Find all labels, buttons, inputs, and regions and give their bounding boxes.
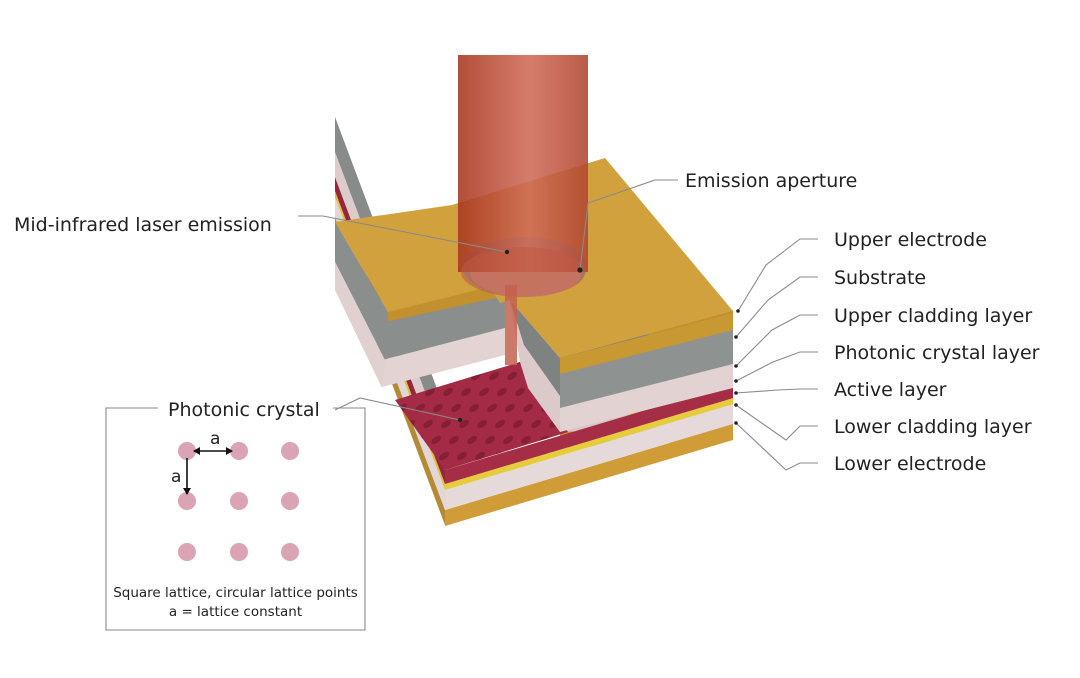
left-block-substrate-side: [335, 222, 388, 360]
laser-beam-column: [458, 55, 588, 272]
front-crystal-band: [445, 384, 733, 484]
lattice-point: [230, 543, 248, 561]
right-block-cladding-front: [560, 364, 733, 432]
lattice-point: [178, 442, 196, 460]
label-upper-electrode: Upper electrode: [834, 229, 987, 251]
right-block-substrate-front: [560, 330, 733, 410]
laser-beam: [458, 55, 588, 365]
lattice-points: [178, 442, 299, 561]
lattice-point: [230, 442, 248, 460]
label-upper-cladding: Upper cladding layer: [834, 305, 1032, 327]
lattice-constant-label-v: a: [171, 467, 181, 487]
lattice-point: [178, 543, 196, 561]
label-substrate: Substrate: [834, 267, 926, 289]
label-laser-emission: Mid-infrared laser emission: [14, 214, 272, 236]
left-block-cladding-front: [382, 328, 505, 387]
label-emission-aperture: Emission aperture: [685, 170, 857, 192]
front-lower-cladding: [445, 404, 733, 510]
label-active-layer: Active layer: [834, 379, 947, 401]
inset-title: Photonic crystal: [168, 399, 320, 421]
left-block-cladding-side: [335, 262, 385, 388]
lattice-arrow-horizontal: [193, 447, 233, 455]
inset-caption-line2: a = lattice constant: [169, 604, 302, 620]
right-block-cut-substrate: [510, 300, 560, 396]
photonic-crystal-inset: Photonic crystal a a Square lattice, cir…: [105, 399, 366, 631]
left-block-substrate-front: [382, 288, 505, 360]
leader-lines: [298, 179, 818, 471]
lattice-point: [281, 543, 299, 561]
inset-caption-line1: Square lattice, circular lattice points: [113, 585, 358, 601]
front-active: [445, 398, 733, 490]
lattice-point: [281, 442, 299, 460]
left-block-electrode-front: [385, 283, 505, 322]
lattice-arrow-vertical: [183, 458, 191, 495]
photonic-crystal-pattern: [395, 362, 568, 470]
inset-frame: [105, 407, 366, 631]
front-lower-electrode: [445, 424, 733, 526]
right-block-electrode-front: [560, 313, 733, 376]
label-photonic-crystal-layer: Photonic crystal layer: [834, 342, 1040, 364]
lattice-constant-label-h: a: [210, 429, 220, 449]
lattice-point: [230, 492, 248, 510]
laser-beam-base: [461, 247, 585, 297]
label-lower-cladding: Lower cladding layer: [834, 416, 1032, 438]
laser-beam-thin: [505, 285, 517, 365]
label-lower-electrode: Lower electrode: [834, 453, 986, 475]
lattice-point: [178, 492, 196, 510]
lattice-point: [281, 492, 299, 510]
